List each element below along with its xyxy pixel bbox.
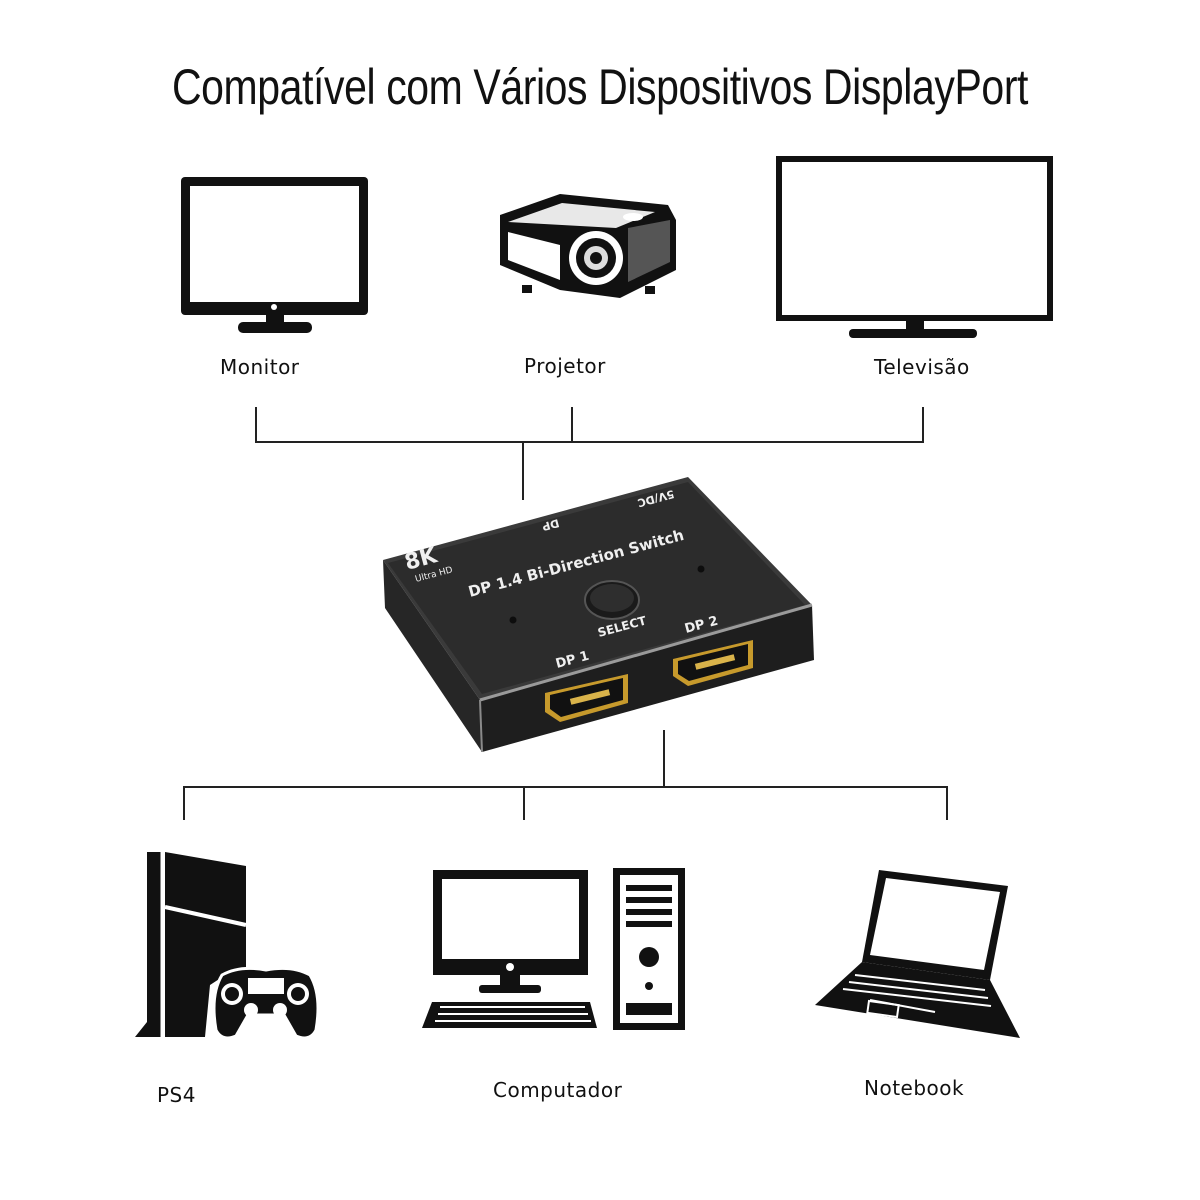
page-title: Compatível com Vários Dispositivos Displ… [171,59,1029,115]
projector-icon [500,194,676,298]
output-label-television: Televisão [874,355,970,379]
input-label-notebook: Notebook [864,1076,965,1100]
output-label-projector: Projetor [524,354,606,378]
led-dp1 [509,616,517,624]
dp1-port [545,674,628,722]
desktop-computer-icon [422,868,685,1030]
led-dp2 [697,565,705,573]
laptop-icon [815,870,1020,1038]
dp2-port [673,640,753,686]
bottom-connector-lines [183,730,948,820]
switch-device: 8K Ultra HD DP 1.4 Bi-Direction Switch D… [383,477,814,753]
top-label-dp: DP [541,516,561,533]
monitor-icon [181,177,368,333]
top-connector-lines [255,407,924,500]
input-label-ps4: PS4 [157,1083,196,1107]
ps4-console-icon [135,852,320,1040]
input-label-computer: Computador [493,1078,623,1102]
television-icon [776,156,1053,338]
select-button [584,580,640,620]
output-label-monitor: Monitor [220,355,300,379]
